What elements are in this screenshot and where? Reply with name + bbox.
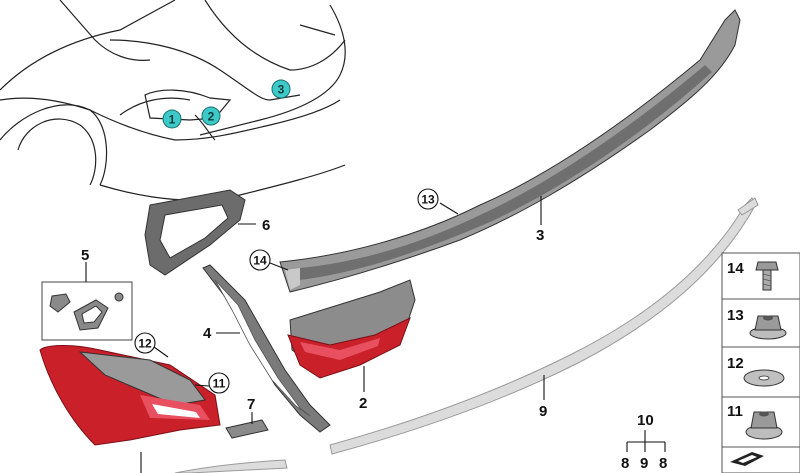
gasket-part-6 (144, 189, 246, 276)
part-label-2: 2 (359, 395, 367, 412)
kit-10-item-8-left: 8 (621, 455, 629, 472)
seal-kit-part-5 (41, 281, 133, 341)
small-bracket-part-7 (225, 419, 269, 439)
trim-bar-part-3 (279, 9, 741, 293)
part-label-6: 6 (262, 217, 270, 234)
part-label-4: 4 (203, 325, 212, 342)
svg-text:11: 11 (213, 377, 226, 391)
kit-10-item-8-right: 8 (659, 455, 667, 472)
svg-text:3: 3 (278, 83, 285, 97)
svg-text:14: 14 (727, 260, 744, 277)
hardware-cell-14: 14 (721, 252, 800, 300)
part-label-7: 7 (247, 396, 255, 413)
circled-callout-14: 14 (249, 249, 271, 271)
svg-text:12: 12 (138, 337, 152, 351)
car-callout-1: 1 (162, 109, 182, 129)
trim-strip-part-9 (329, 197, 759, 455)
part-label-3: 3 (536, 227, 544, 244)
silver-trim-segment (174, 459, 288, 473)
part-label-10: 10 (637, 412, 654, 429)
circled-callout-11: 11 (208, 372, 230, 394)
washer-icon (743, 369, 785, 387)
circled-callout-12: 12 (134, 332, 156, 354)
car-rear-outline (0, 0, 346, 201)
circled-callout-13: 13 (417, 188, 439, 210)
svg-text:13: 13 (421, 193, 435, 207)
part-label-9: 9 (539, 403, 547, 420)
svg-text:1: 1 (169, 113, 176, 127)
bracket-part-4 (202, 264, 331, 433)
hardware-cell-12: 12 (721, 346, 800, 398)
hardware-cell-13: 13 (721, 298, 800, 348)
arrow-icon (730, 452, 764, 466)
svg-text:12: 12 (727, 355, 744, 372)
screw-icon (755, 261, 779, 291)
kit-10-item-9: 9 (640, 455, 648, 472)
leader-lines (85, 196, 666, 473)
car-callout-3: 3 (271, 79, 291, 99)
clip-nut-icon (745, 411, 783, 440)
hardware-cell-11: 11 (721, 396, 800, 448)
taillight-outer-part-1 (39, 345, 221, 446)
taillight-inner-part-2 (287, 279, 416, 379)
hardware-cell-footer (721, 446, 800, 473)
svg-text:14: 14 (253, 254, 267, 268)
svg-text:11: 11 (727, 403, 743, 420)
part-label-5: 5 (81, 247, 89, 264)
flange-nut-icon (749, 315, 787, 340)
svg-text:13: 13 (727, 307, 744, 324)
svg-text:2: 2 (208, 110, 215, 124)
hardware-panel: 14 13 12 11 (721, 252, 800, 473)
car-callout-2: 2 (201, 106, 221, 126)
